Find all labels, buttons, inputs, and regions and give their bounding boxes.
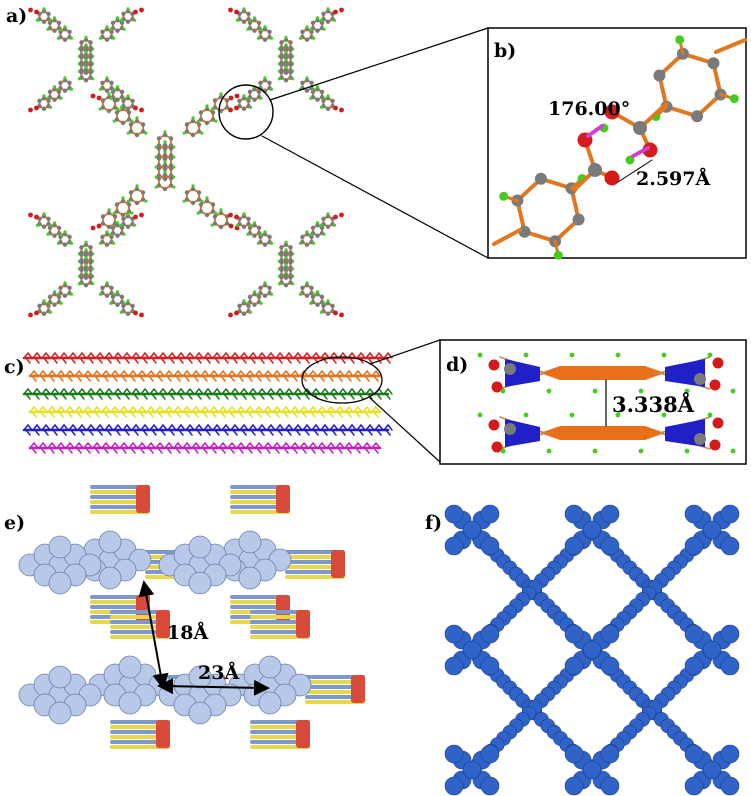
panel-b-hbond-dimer <box>487 27 747 260</box>
panel-b-label: b) <box>494 40 517 62</box>
zoom-circle-a <box>218 84 274 140</box>
panel-b-angle-label: 176.00° <box>548 98 631 120</box>
panel-f-framework <box>444 504 740 796</box>
framework-node <box>684 744 740 796</box>
framework-node <box>684 504 740 556</box>
zoom-ellipse-c <box>301 356 383 404</box>
framework-node <box>564 744 620 796</box>
molecule <box>28 212 144 318</box>
panel-d: d) 3.338Å <box>0 330 751 470</box>
molecular-stack <box>230 595 290 624</box>
framework-node <box>444 744 500 796</box>
panel-e-pore-width-label: 23Å <box>198 662 240 684</box>
molecular-stack <box>230 485 290 514</box>
panel-d-pi-stacking <box>439 339 747 465</box>
panel-c-layer-stack <box>22 339 440 463</box>
molecular-stack <box>90 485 150 514</box>
panel-d-distance-label: 3.338Å <box>612 392 695 417</box>
framework-node <box>684 624 740 676</box>
panel-c: c) <box>0 330 440 470</box>
framework-node <box>564 624 620 676</box>
molecule <box>228 7 344 113</box>
panel-b: b) 176.00° 2.597Å <box>0 0 751 330</box>
molecular-stack <box>250 720 310 749</box>
framework-node <box>564 504 620 556</box>
sphere-cluster <box>88 655 172 715</box>
panel-a-label: a) <box>6 5 28 27</box>
sphere-cluster <box>18 665 102 725</box>
molecular-stack <box>305 675 365 704</box>
panel-f-label: f) <box>425 512 443 534</box>
layer-5 <box>22 424 393 436</box>
panel-f: f) <box>410 470 751 796</box>
panel-e: e) 18Å 23Å <box>0 470 410 796</box>
panel-b-distance-label: 2.597Å <box>636 168 711 190</box>
molecule <box>90 92 240 231</box>
molecular-stack <box>250 610 310 639</box>
panel-d-label: d) <box>446 354 469 376</box>
sphere-cluster <box>228 655 312 715</box>
molecule <box>28 7 144 113</box>
framework-node <box>444 504 500 556</box>
panel-e-pore-height-label: 18Å <box>167 622 209 644</box>
stacked-layer <box>477 412 736 454</box>
sphere-cluster <box>18 535 102 595</box>
layer-3 <box>22 388 393 400</box>
panel-c-label: c) <box>4 356 25 378</box>
molecular-stack <box>90 595 150 624</box>
molecular-stack <box>110 720 170 749</box>
stacked-layer <box>477 352 736 394</box>
molecular-stack <box>285 550 345 579</box>
layer-4 <box>28 406 382 418</box>
panel-a-molecule-network <box>28 7 489 318</box>
panel-e-space-filling <box>18 485 365 749</box>
panel-e-label: e) <box>4 512 26 534</box>
layer-6 <box>28 442 382 454</box>
layer-2 <box>28 370 382 382</box>
molecule <box>228 212 344 318</box>
panel-b-frame <box>487 27 747 259</box>
framework-node <box>444 624 500 676</box>
panel-a: a) <box>0 0 490 330</box>
sphere-cluster <box>158 535 242 595</box>
